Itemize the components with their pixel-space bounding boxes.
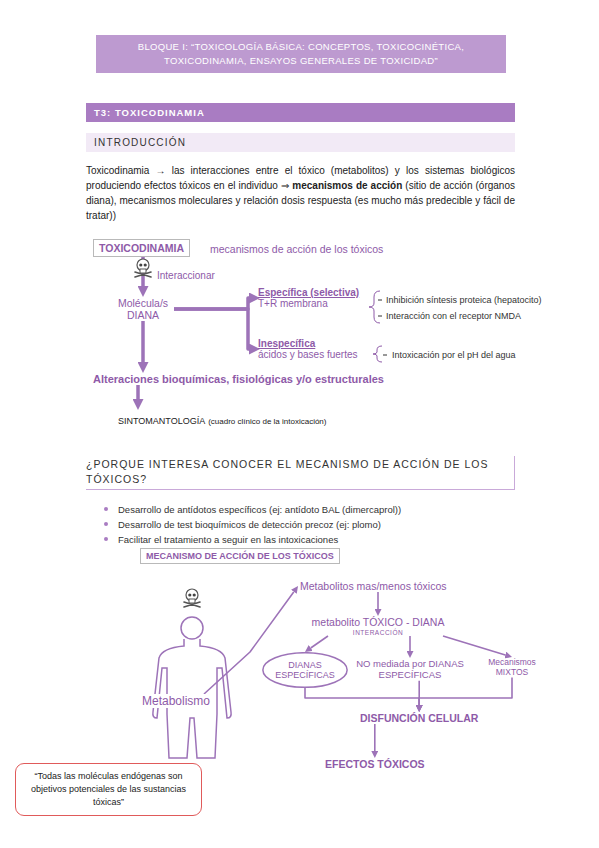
- node-content: DIANAS ESPECÍFICAS: [272, 660, 338, 681]
- arrow-connector: [419, 677, 512, 705]
- bullet-item: Facilitar el tratamiento a seguir en las…: [118, 533, 338, 546]
- node-content: SINTOMANTOLOGÍA(cuadro clínico de la int…: [118, 410, 326, 428]
- paragraph-bold: mecanismos de acción: [292, 180, 402, 191]
- list-dash: [378, 300, 387, 355]
- process-node: NO mediada por DIANAS ESPECÍFICAS: [350, 658, 470, 681]
- node-text: DIANAS ESPECÍFICAS: [272, 660, 338, 681]
- node-text: T+R membrana: [258, 298, 359, 309]
- result-node: EFECTOS TÓXICOS: [325, 758, 425, 770]
- arrow-connector: [136, 385, 140, 399]
- node-text: Metabolismo: [142, 694, 210, 708]
- arrow-connector: [377, 592, 379, 609]
- skull-icon: [184, 589, 200, 607]
- arrow-connector: [443, 636, 505, 655]
- node-text: Metabolitos mas/menos tóxicos: [300, 580, 446, 592]
- node-text: ¿PORQUE INTERESA CONOCER EL MECANISMO DE…: [86, 457, 510, 486]
- target-ellipse: DIANAS ESPECÍFICAS: [262, 652, 348, 688]
- node-text: Alteraciones bioquímicas, fisiológicas y…: [93, 373, 384, 385]
- node-text: Específica (selectiva): [258, 287, 359, 298]
- bullet-item: Desarrollo de test bioquímicos de detecc…: [118, 518, 381, 531]
- node-content: Molécula/s DIANA: [112, 297, 174, 321]
- paragraph: Toxicodinamia → las interacciones entre …: [86, 163, 515, 223]
- list-item: Inhibición síntesis proteica (hepatocito…: [386, 294, 542, 306]
- node-content: metabolito TÓXICO - DIANAINTERACCIÓN: [308, 616, 448, 636]
- edge-label: Interaccionar: [155, 270, 217, 281]
- quote-box: “Todas las moléculas endógenas son objet…: [15, 763, 202, 816]
- arrow-connector: [141, 321, 145, 362]
- node-text: ácidos y bases fuertes: [258, 349, 358, 360]
- branch-node: Específica (selectiva)T+R membrana: [258, 287, 359, 309]
- node-content: Específica (selectiva)T+R membrana: [258, 287, 359, 309]
- process-node: DISFUNCIÓN CELULAR: [360, 712, 478, 724]
- node-text: metabolito TÓXICO - DIANA: [308, 616, 448, 628]
- node-text: T3: TOXICODINAMIA: [94, 107, 507, 118]
- process-node: metabolito TÓXICO - DIANAINTERACCIÓN: [308, 616, 448, 636]
- title-box: MECANISMO DE ACCIÓN DE LOS TÓXICOS: [140, 548, 340, 564]
- node-content: MECANISMO DE ACCIÓN DE LOS TÓXICOS: [146, 551, 334, 561]
- node-text: MECANISMO DE ACCIÓN DE LOS TÓXICOS: [146, 551, 334, 561]
- node-content: TOXICODINAMIA: [99, 242, 184, 254]
- caption-text: mecanismos de acción de los tóxicos: [210, 243, 383, 255]
- node-text: INTRODUCCIÓN: [94, 137, 507, 148]
- bracket: [369, 291, 382, 362]
- node-text: TOXICODINAMIA: [99, 242, 184, 254]
- bullet-item: Desarrollo de antídotos específicos (ej:…: [118, 503, 401, 516]
- branch-node: Inespecíficaácidos y bases fuertes: [258, 338, 358, 360]
- node-content: Alteraciones bioquímicas, fisiológicas y…: [93, 373, 384, 385]
- list-item: Interacción con el receptor NMDA: [386, 310, 521, 322]
- node-content: INTRODUCCIÓN: [94, 137, 507, 148]
- node-text: “Todas las moléculas endógenas son objet…: [26, 770, 191, 809]
- node-text: EFECTOS TÓXICOS: [325, 758, 425, 770]
- arrow-connector: [409, 636, 411, 651]
- subsection-band: INTRODUCCIÓN: [86, 133, 515, 152]
- skull-icon: [135, 259, 151, 277]
- node-content: EFECTOS TÓXICOS: [325, 758, 425, 770]
- arrow-connector: [311, 636, 328, 648]
- node-content: DISFUNCIÓN CELULAR: [360, 712, 478, 724]
- node-text: DISFUNCIÓN CELULAR: [360, 712, 478, 724]
- node-content: Metabolismo: [142, 694, 210, 708]
- header-band: BLOQUE I: “TOXICOLOGÍA BÁSICA: CONCEPTOS…: [96, 35, 506, 73]
- node-text: BLOQUE I: “TOXICOLOGÍA BÁSICA: CONCEPTOS…: [108, 40, 494, 68]
- node-text: Inespecífica: [258, 338, 358, 349]
- process-node: Metabolitos mas/menos tóxicos: [300, 580, 446, 592]
- node-content: “Todas las moléculas endógenas son objet…: [26, 770, 191, 809]
- arrow-connector: [374, 724, 376, 751]
- node-text: Molécula/s DIANA: [112, 297, 174, 321]
- node-content: ¿PORQUE INTERESA CONOCER EL MECANISMO DE…: [86, 457, 510, 486]
- node-content: Mecanismos MIXTOS: [482, 657, 542, 677]
- list-item: Intoxicación por el pH del agua: [392, 349, 516, 361]
- title-box: TOXICODINAMIA: [93, 239, 190, 257]
- node-content: BLOQUE I: “TOXICOLOGÍA BÁSICA: CONCEPTOS…: [108, 40, 494, 68]
- node-content: Metabolitos mas/menos tóxicos: [300, 580, 446, 592]
- node-content: Inespecíficaácidos y bases fuertes: [258, 338, 358, 360]
- process-label: Metabolismo: [140, 694, 212, 708]
- node-text: SINTOMANTOLOGÍA: [118, 416, 205, 426]
- node-content: T3: TOXICODINAMIA: [94, 107, 507, 118]
- human-figure: [153, 617, 231, 758]
- node-text: Mecanismos MIXTOS: [482, 657, 542, 677]
- target-node: Molécula/s DIANA: [112, 297, 174, 321]
- arrow-connector: [305, 688, 419, 705]
- result-node: SINTOMANTOLOGÍA(cuadro clínico de la int…: [118, 410, 326, 428]
- node-text: NO mediada por DIANAS ESPECÍFICAS: [350, 658, 470, 681]
- section-band: T3: TOXICODINAMIA: [86, 103, 515, 122]
- process-node: Mecanismos MIXTOS: [482, 657, 542, 677]
- node-content: NO mediada por DIANAS ESPECÍFICAS: [350, 658, 470, 681]
- arrow-connector: [174, 309, 249, 349]
- node-text: (cuadro clínico de la intoxicación): [208, 417, 326, 426]
- result-node: Alteraciones bioquímicas, fisiológicas y…: [93, 373, 384, 385]
- section-heading: ¿PORQUE INTERESA CONOCER EL MECANISMO DE…: [86, 456, 515, 490]
- node-text: INTERACCIÓN: [308, 629, 448, 636]
